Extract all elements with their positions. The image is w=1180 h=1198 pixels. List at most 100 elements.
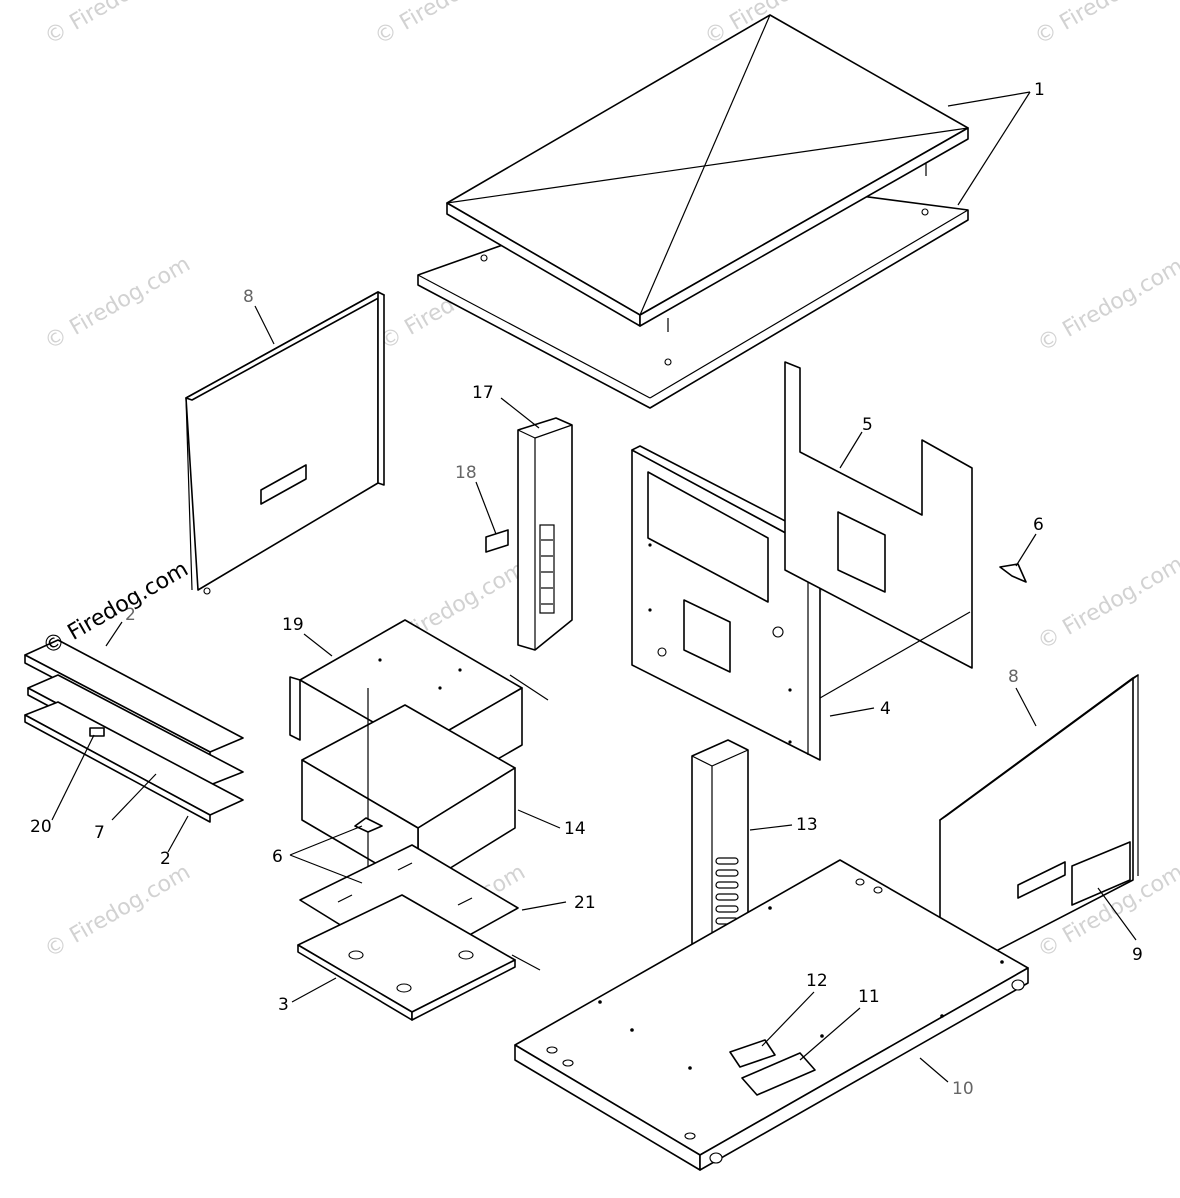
leader-6	[289, 854, 363, 884]
part-6-clip-right	[999, 563, 1027, 583]
tray-hole	[396, 983, 412, 993]
plate-21-slot	[397, 862, 413, 871]
leader-2	[105, 621, 123, 647]
watermark-text: © Firedog.com	[1034, 254, 1180, 357]
front-panel-vent	[683, 599, 731, 673]
roof-lower-sheet-edge	[649, 209, 969, 399]
front-panel-window	[647, 471, 769, 603]
leader-12	[761, 991, 815, 1047]
leader-5	[839, 431, 863, 469]
tray-wire	[511, 954, 541, 971]
callout-9: 9	[1132, 945, 1143, 965]
callout-6-left: 6	[272, 847, 283, 867]
box-wire	[509, 674, 549, 701]
leader-lines	[51, 91, 1137, 1083]
watermark-text: © Firedog.com	[41, 860, 195, 963]
box-screw	[458, 668, 462, 672]
roof-cap-side	[639, 127, 969, 327]
vent-slot	[715, 905, 739, 913]
roof-hole	[664, 358, 672, 366]
part-20-tag	[89, 727, 105, 737]
control-strip-edge	[534, 424, 573, 439]
leader-18	[475, 481, 497, 535]
base-hole	[855, 878, 865, 886]
callout-21: 21	[574, 893, 596, 913]
watermark-text: © Firedog.com	[41, 252, 195, 355]
watermark-text: © Firedog.com	[1034, 552, 1180, 655]
part-6-clip	[354, 817, 383, 833]
roof-cap-diagonal	[446, 127, 969, 204]
left-panel-edge	[185, 397, 193, 591]
part-8-left-side-panel	[185, 291, 385, 595]
callout-14: 14	[564, 819, 586, 839]
callout-20: 20	[30, 817, 52, 837]
front-panel-screw	[648, 608, 652, 612]
leader-11	[799, 1007, 861, 1061]
roof-hole	[480, 254, 488, 262]
part-18-label-plate	[485, 529, 509, 553]
leader-2	[167, 815, 189, 853]
leader-9	[1097, 887, 1137, 941]
callout-7: 7	[94, 823, 105, 843]
base-screw	[598, 1000, 602, 1004]
control-strip-body	[517, 417, 573, 651]
leader-19	[303, 633, 333, 657]
part-3-tray	[297, 894, 541, 1021]
leader-8	[254, 305, 275, 345]
base-hole	[546, 1046, 558, 1054]
callout-4: 4	[880, 699, 891, 719]
tray-hole	[348, 950, 364, 960]
watermark-text: © Firedog.com	[41, 0, 195, 50]
base-hole	[684, 1132, 696, 1140]
base-screw	[940, 1014, 944, 1018]
box-screw	[378, 658, 382, 662]
leader-1	[947, 91, 1031, 107]
callout-2-top: 2	[125, 605, 136, 625]
part-12-label	[729, 1039, 776, 1068]
leader-4	[829, 707, 875, 717]
right-panel-handle	[1017, 861, 1066, 899]
callout-2-bottom: 2	[160, 849, 171, 869]
front-panel-screw	[788, 740, 792, 744]
callout-6-right: 6	[1033, 515, 1044, 535]
leader-21	[521, 901, 567, 911]
callout-11: 11	[858, 987, 880, 1007]
base-hole	[1011, 979, 1025, 991]
base-screw	[630, 1028, 634, 1032]
base-side	[699, 967, 1029, 1171]
upper-box-left	[289, 676, 301, 741]
leader-10	[919, 1057, 949, 1083]
part-10-base-frame	[514, 859, 1029, 1171]
front-panel-hole	[657, 647, 667, 657]
base-screw	[688, 1066, 692, 1070]
callout-8-left: 8	[243, 287, 254, 307]
leader-14	[517, 809, 561, 829]
base-screw	[1000, 960, 1004, 964]
callout-3: 3	[278, 995, 289, 1015]
front-panel-screw	[788, 688, 792, 692]
part-17-control-strip	[517, 417, 573, 651]
rear-frame-body	[784, 361, 973, 669]
leader-6	[289, 825, 363, 856]
box-screw	[438, 686, 442, 690]
roof-lower-sheet-edge	[417, 274, 651, 399]
watermark-strong: © Firedog.com	[39, 557, 193, 660]
tray-hole	[458, 950, 474, 960]
part-11-label	[741, 1052, 816, 1096]
watermark-text: © Firedog.com	[1031, 0, 1180, 50]
front-panel-hole	[772, 626, 784, 638]
rear-frame-link	[819, 611, 971, 699]
callout-13: 13	[796, 815, 818, 835]
base-hole	[709, 1152, 723, 1164]
part-9-label	[1071, 841, 1131, 906]
base-hole	[873, 886, 883, 894]
base-hole	[562, 1059, 574, 1067]
vent-slot	[715, 857, 739, 865]
base-screw	[820, 1034, 824, 1038]
callout-19: 19	[282, 615, 304, 635]
plate-21-slot	[457, 897, 473, 906]
callout-10: 10	[952, 1079, 974, 1099]
roof-cap-diagonal	[639, 14, 771, 316]
